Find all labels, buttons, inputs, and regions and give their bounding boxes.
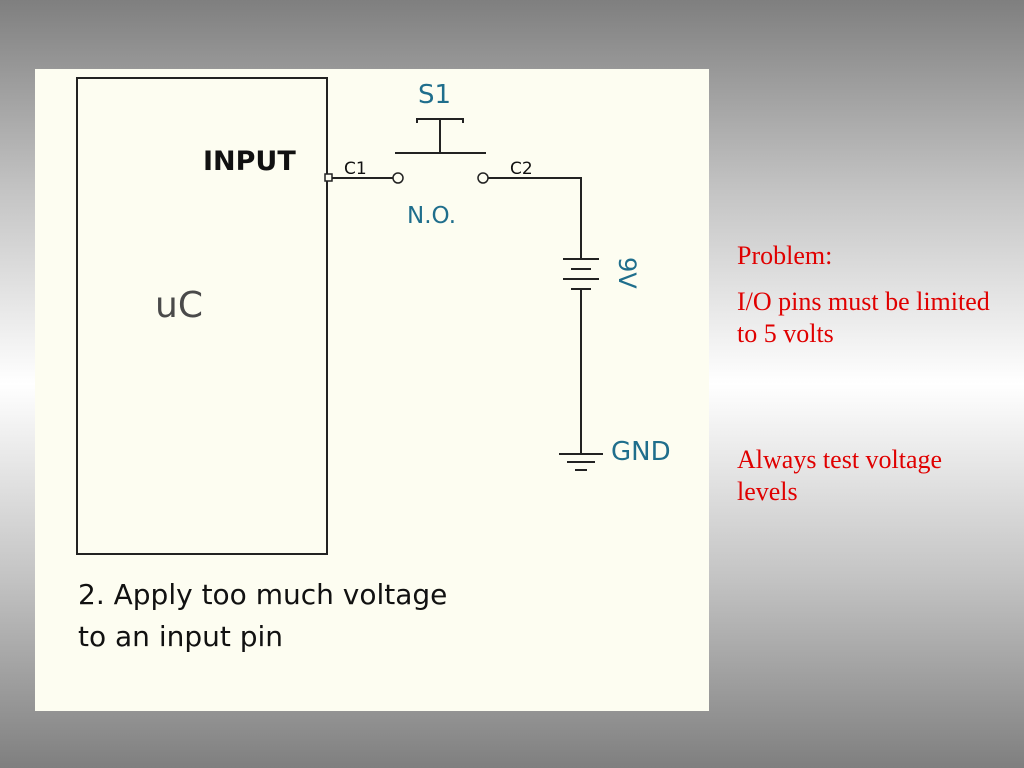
battery-label: 9V <box>613 257 641 289</box>
advice-text: Always test voltage levels <box>737 445 943 506</box>
caption-line-1: 2. Apply too much voltage <box>78 578 447 611</box>
caption-line-2: to an input pin <box>78 620 283 653</box>
microcontroller-box <box>76 77 328 555</box>
notes-panel: Problem: I/O pins must be limited to 5 v… <box>737 240 1007 508</box>
switch-button <box>416 118 464 123</box>
input-label: INPUT <box>203 146 296 177</box>
input-pin <box>324 173 333 182</box>
c2-label: C2 <box>510 159 533 179</box>
switch-contact-c2 <box>477 172 489 184</box>
problem-heading: Problem: <box>737 241 833 270</box>
c1-label: C1 <box>344 159 367 179</box>
wire-c2-to-battery <box>488 177 582 259</box>
switch-contact-c1 <box>392 172 404 184</box>
switch-name-label: S1 <box>418 80 451 110</box>
schematic-diagram: INPUT uC C1 S1 N.O. C2 9V GND 2. Apply t… <box>35 69 709 711</box>
ground-label: GND <box>611 437 671 467</box>
problem-text: I/O pins must be limited to 5 volts <box>737 287 990 348</box>
uc-label: uC <box>155 285 203 326</box>
schematic-svg: INPUT uC C1 S1 N.O. C2 9V GND 2. Apply t… <box>76 77 671 653</box>
switch-type-label: N.O. <box>407 203 456 229</box>
